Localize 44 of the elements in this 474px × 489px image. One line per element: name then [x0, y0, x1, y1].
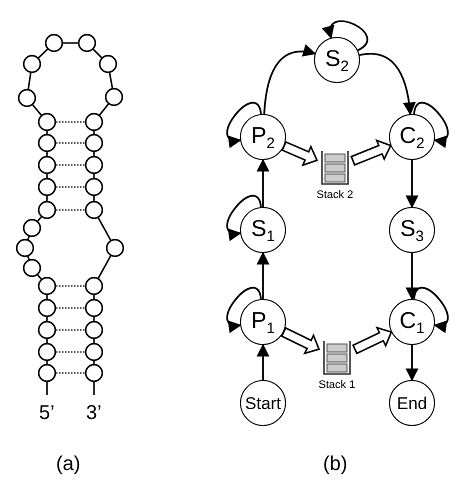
state-circle [240, 380, 286, 426]
hollow-arrow [352, 326, 392, 354]
hollow-arrow [281, 140, 318, 166]
state-label: P$_{2}$ [251, 124, 275, 150]
self-loop-arrow [226, 195, 262, 240]
hollow-arrow [280, 326, 320, 355]
arrow [256, 252, 270, 299]
stack-icon [321, 151, 349, 185]
arrow [256, 158, 270, 207]
state-label: P$_{1}$ [251, 308, 275, 336]
state-circle [389, 114, 435, 160]
hollow-arrow [350, 139, 392, 166]
curved-arrow [263, 44, 316, 114]
end-label: 5’ [39, 403, 55, 423]
panel-label: (a) [56, 454, 80, 474]
self-loop-arrow [413, 102, 449, 146]
self-loop-arrow [226, 102, 262, 146]
state-label: S$_{2}$ [325, 46, 349, 74]
state-circle [389, 380, 435, 426]
state-circle [240, 207, 286, 253]
state-label: S$_{3}$ [400, 216, 424, 244]
curved-arrow [359, 53, 416, 116]
self-loop-arrow [323, 20, 368, 52]
stack-label: Stack 2 [316, 189, 354, 201]
state-circle [314, 37, 360, 83]
self-loop-arrow [226, 287, 262, 332]
self-loop-arrow [413, 287, 449, 332]
end-label: 3’ [86, 403, 102, 423]
state-label: S$_{1}$ [251, 216, 275, 244]
state-label: Start [245, 394, 281, 412]
arrow [406, 345, 418, 382]
state-label: C$_{2}$ [400, 124, 424, 150]
panel-label: (b) [323, 454, 348, 474]
arrow [406, 160, 418, 208]
state-circle [389, 207, 435, 253]
stack-icon [323, 341, 351, 375]
state-label: End [396, 394, 428, 412]
state-circle [240, 114, 286, 160]
stack-label: Stack 1 [318, 379, 356, 391]
state-circle [389, 299, 435, 345]
arrow [256, 344, 270, 380]
arrow [406, 253, 418, 300]
state-label: C$_{1}$ [400, 308, 424, 336]
state-circle [240, 299, 286, 345]
